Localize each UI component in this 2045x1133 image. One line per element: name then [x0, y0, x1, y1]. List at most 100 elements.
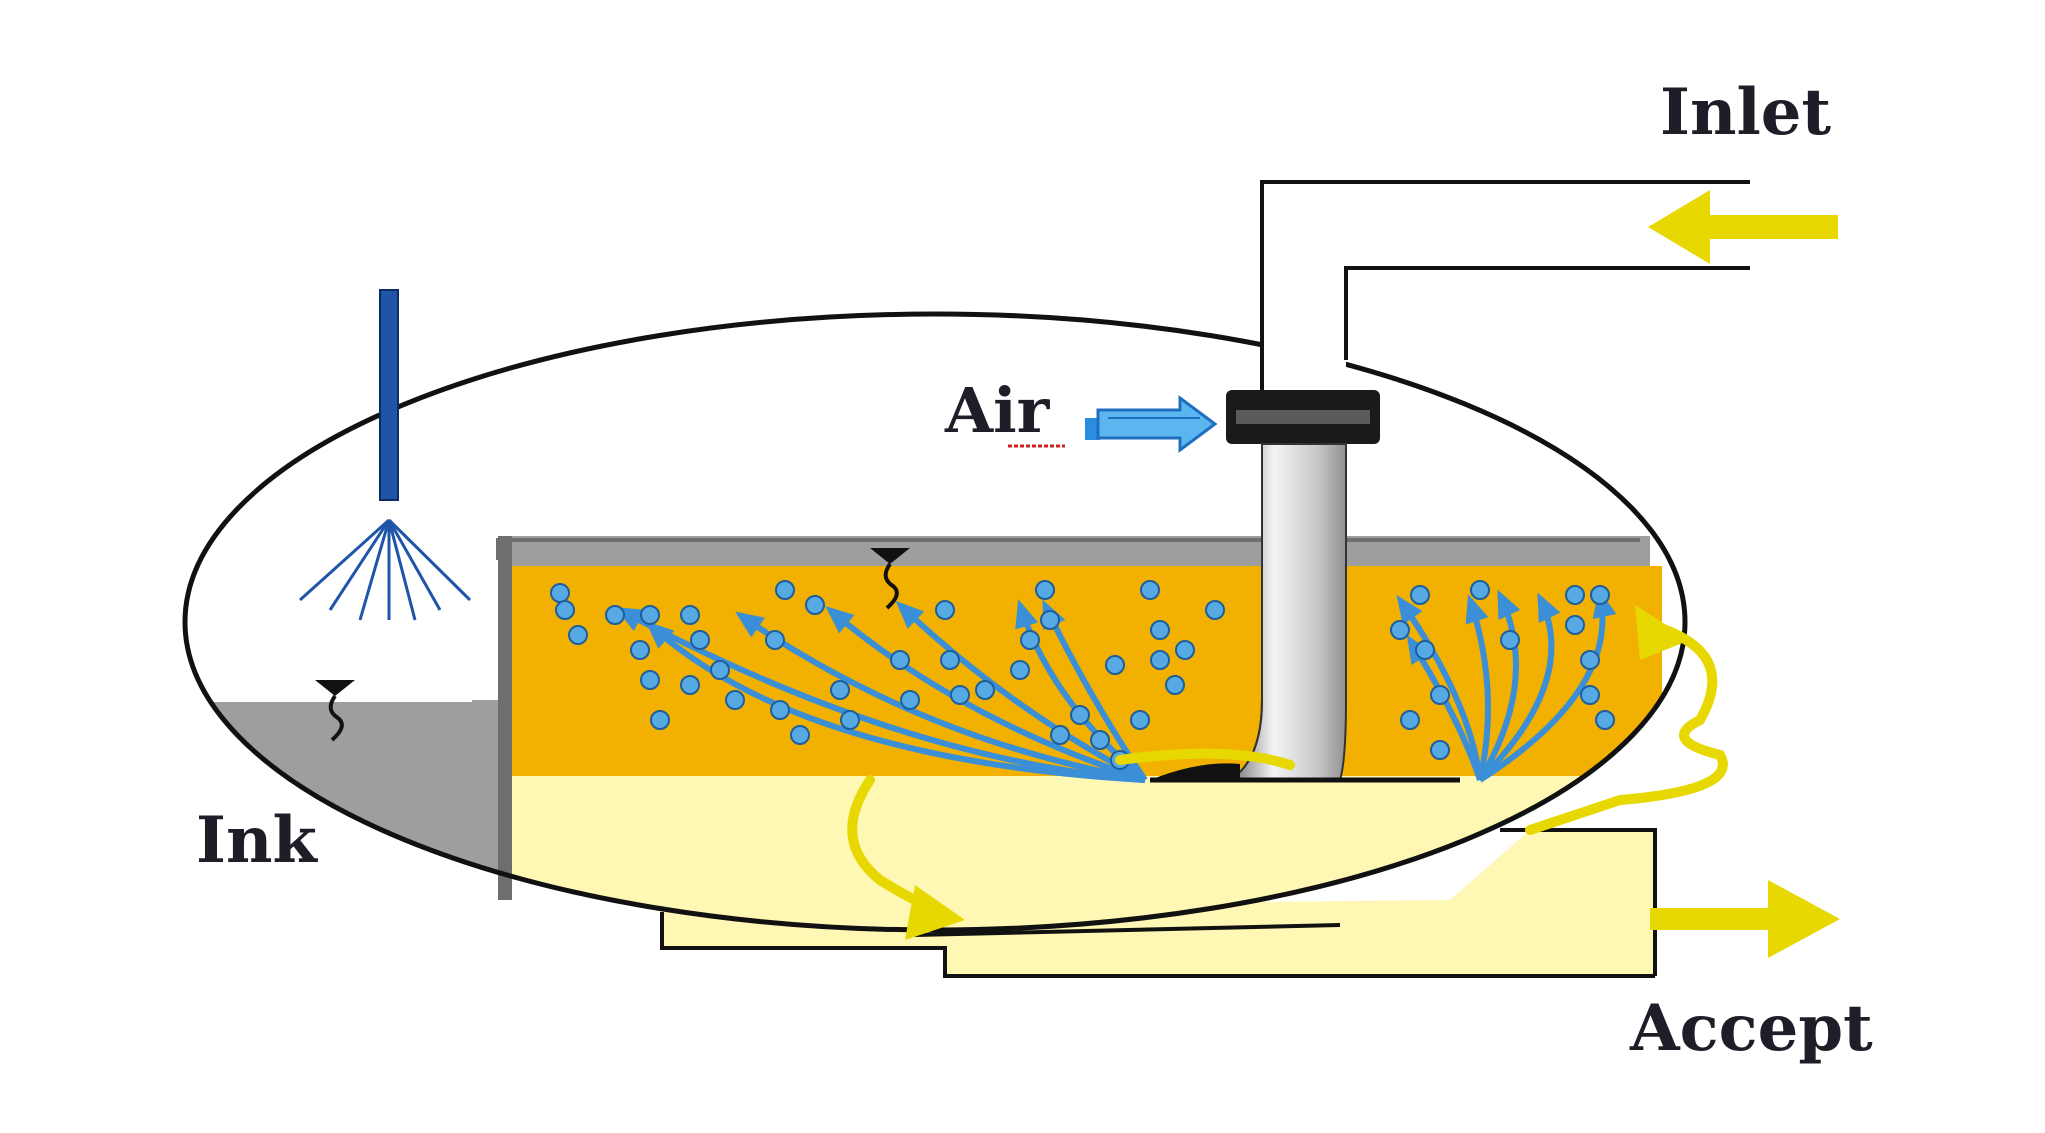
- air-bubbles: [550, 580, 1615, 770]
- air-bubble: [1410, 585, 1430, 605]
- air-bubble: [1090, 730, 1110, 750]
- air-bubble: [1175, 640, 1195, 660]
- air-bubble: [775, 580, 795, 600]
- air-bubble: [1595, 710, 1615, 730]
- air-bubble: [1165, 675, 1185, 695]
- air-bubble: [690, 630, 710, 650]
- bubble-path-arrowhead-left-6: [645, 620, 675, 649]
- accept-channel-outline: [660, 912, 1655, 978]
- air-bubble: [1010, 660, 1030, 680]
- air-bubble: [1070, 705, 1090, 725]
- air-bubble: [975, 680, 995, 700]
- air-bubble: [1580, 650, 1600, 670]
- flow-arrow-down-head: [905, 885, 965, 940]
- inlet-pipe: [1260, 180, 1750, 392]
- air-bubble: [935, 600, 955, 620]
- flow-arrow-recirc-head: [1635, 605, 1690, 660]
- air-bubble: [680, 605, 700, 625]
- air-bubble: [1040, 610, 1060, 630]
- air-bubble: [770, 700, 790, 720]
- ink-label: Ink: [196, 803, 318, 878]
- air-bubble: [1205, 600, 1225, 620]
- air-bubble: [725, 690, 745, 710]
- bubble-path-arrowhead-left-3: [895, 600, 925, 629]
- air-bubble: [1150, 650, 1170, 670]
- air-bubble: [1130, 710, 1150, 730]
- air-bubble: [1470, 580, 1490, 600]
- water-level-marker-icon: [870, 548, 910, 610]
- air-bubble: [1400, 710, 1420, 730]
- inlet-label: Inlet: [1660, 75, 1832, 150]
- air-bubble: [765, 630, 785, 650]
- bubble-path-right-4: [1478, 594, 1606, 783]
- bubble-path-left-6: [647, 622, 1146, 783]
- air-bubble: [900, 690, 920, 710]
- air-bubble: [840, 710, 860, 730]
- air-bubble: [568, 625, 588, 645]
- accept-label: Accept: [1629, 991, 1873, 1066]
- air-bubble: [1565, 585, 1585, 605]
- air-injector-collar: [1226, 390, 1380, 444]
- air-bubble: [1390, 620, 1410, 640]
- air-bubble: [1430, 740, 1450, 760]
- air-bubble: [1590, 585, 1610, 605]
- left-partition-wall: [498, 536, 512, 900]
- flow-arrows: [847, 605, 1728, 940]
- bubble-path-left-2: [828, 607, 1146, 783]
- air-bubble: [1035, 580, 1055, 600]
- accept-inner-wall: [914, 923, 1341, 937]
- bubble-path-arrowhead-left-1: [735, 611, 765, 638]
- air-bubble: [710, 660, 730, 680]
- impeller-base: [1150, 763, 1240, 780]
- air-bubble: [605, 605, 625, 625]
- air-bubble: [790, 725, 810, 745]
- air-bubble: [1105, 655, 1125, 675]
- bubble-path-arrowhead-left-2: [825, 606, 855, 634]
- ink-step-outline: [190, 563, 498, 702]
- spray-nozzle-icon: [298, 289, 472, 621]
- air-bubble: [830, 680, 850, 700]
- bubble-path-arrowhead-left-4: [1015, 599, 1039, 630]
- air-bubble: [890, 650, 910, 670]
- accept-arrow-icon: [1650, 880, 1840, 958]
- air-bubble: [640, 670, 660, 690]
- bubble-path-arrowhead-right-1: [1465, 594, 1489, 625]
- bubble-path-right-2: [1477, 593, 1519, 782]
- air-bubble: [1150, 620, 1170, 640]
- air-bubble: [630, 640, 650, 660]
- air-bubble: [805, 595, 825, 615]
- air-arrow-icon: [1085, 395, 1218, 453]
- air-bubble: [1565, 615, 1585, 635]
- bubble-path-arrowhead-right-2: [1497, 589, 1521, 621]
- air-bubble: [640, 605, 660, 625]
- air-bubble: [1050, 725, 1070, 745]
- air-bubble: [1430, 685, 1450, 705]
- left-partition-outline: [496, 538, 1640, 560]
- flow-arrow-recirc: [1525, 620, 1728, 835]
- air-bubble: [940, 650, 960, 670]
- air-bubble: [1580, 685, 1600, 705]
- accept-channel: [662, 830, 1655, 976]
- air-bubble: [1500, 630, 1520, 650]
- water-level-marker-icon: [315, 680, 355, 742]
- air-label: Air: [944, 374, 1051, 447]
- air-bubble: [1415, 640, 1435, 660]
- bubble-path-arrowhead-right-0: [1396, 595, 1423, 625]
- froth-top-band: [498, 536, 1650, 566]
- bubble-path-right-1: [1467, 599, 1491, 781]
- air-bubble: [550, 583, 570, 603]
- air-bubble: [1140, 580, 1160, 600]
- bubble-path-left-1: [738, 612, 1146, 783]
- inlet-arrow-icon: [1648, 190, 1838, 264]
- air-bubble: [650, 710, 670, 730]
- bubble-path-arrowhead-right-3: [1537, 592, 1561, 624]
- air-bubble: [555, 600, 575, 620]
- air-bubble: [950, 685, 970, 705]
- bubble-path-right-0: [1397, 598, 1483, 781]
- air-bubble: [680, 675, 700, 695]
- flow-arrow-under: [1115, 748, 1295, 770]
- downcomer-pipe: [1150, 443, 1460, 783]
- air-bubble: [1020, 630, 1040, 650]
